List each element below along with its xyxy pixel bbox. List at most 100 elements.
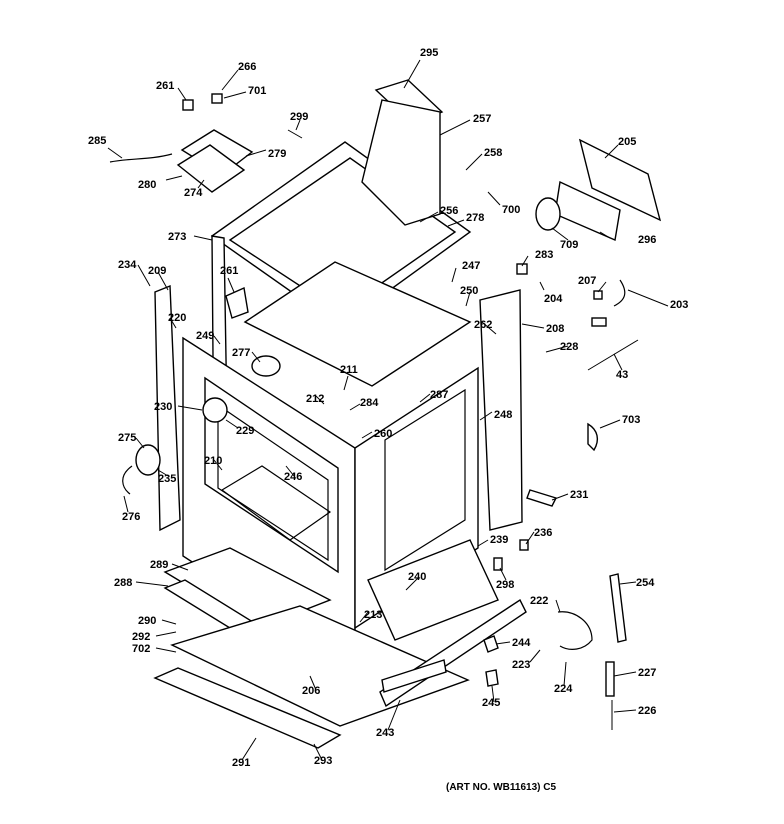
callout-709: 709: [560, 239, 578, 251]
callout-231: 231: [570, 489, 588, 501]
callout-204: 204: [544, 293, 563, 305]
callout-243: 243: [376, 727, 394, 739]
left-side-panel: [154, 284, 181, 532]
knob-230: [202, 397, 228, 423]
right-components-drawing: [516, 138, 662, 730]
thermocouple-lead: [109, 153, 173, 163]
valve-mount-plate: [176, 144, 246, 193]
callout-278: 278: [466, 212, 484, 224]
callout-293: 293: [314, 755, 332, 767]
bottom-skirt: [153, 667, 342, 749]
callout-275: 275: [118, 432, 136, 444]
screw-299: [287, 129, 303, 139]
callout-277: 277: [232, 347, 250, 359]
callout-224: 224: [554, 683, 573, 695]
callout-207: 207: [578, 275, 596, 287]
callout-284: 284: [360, 397, 379, 409]
callout-235: 235: [158, 473, 176, 485]
callout-223: 223: [512, 659, 530, 671]
callout-211: 211: [340, 364, 358, 376]
callout-213: 213: [364, 609, 382, 621]
callout-245: 245: [482, 697, 500, 709]
oven-rack: [220, 465, 332, 541]
socket-277: [251, 355, 281, 377]
callout-206: 206: [302, 685, 320, 697]
callout-239: 239: [490, 534, 508, 546]
callout-273: 273: [168, 231, 186, 243]
callout-222: 222: [530, 595, 548, 607]
callout-240: 240: [408, 571, 426, 583]
rear-rail: [479, 289, 523, 531]
wire-276: [122, 465, 133, 495]
hinge-254: [609, 573, 627, 643]
callout-256: 256: [440, 205, 458, 217]
callout-212: 212: [306, 393, 324, 405]
oven-body-drawing: [153, 141, 527, 749]
callout-234: 234: [118, 259, 137, 271]
callout-701: 701: [248, 85, 266, 97]
wire-203: [613, 279, 626, 307]
nut-245: [485, 669, 499, 687]
vent-duct-drawing: [361, 79, 444, 226]
callout-226: 226: [638, 705, 656, 717]
callout-702: 702: [132, 643, 150, 655]
callout-299: 299: [290, 111, 308, 123]
connector-208: [591, 317, 607, 327]
plug-207: [593, 290, 603, 300]
callout-208: 208: [546, 323, 564, 335]
callout-258: 258: [484, 147, 502, 159]
callout-266: 266: [238, 61, 256, 73]
bracket-261: [225, 286, 249, 319]
clip-298: [493, 557, 503, 571]
valve-assembly-drawing: [109, 93, 303, 193]
burner-box: [367, 539, 499, 641]
oven-door-opening: [204, 376, 339, 574]
callout-250: 250: [460, 285, 478, 297]
callout-292: 292: [132, 631, 150, 643]
spring-227: [605, 661, 615, 697]
callout-210: 210: [204, 455, 222, 467]
callout-247: 247: [462, 260, 480, 272]
rear-panel-vents: [384, 388, 466, 572]
callout-43: 43: [616, 369, 628, 381]
callout-291: 291: [232, 757, 250, 769]
burner-243: [381, 659, 447, 693]
callout-289: 289: [150, 559, 168, 571]
hinge-arm-222: [557, 611, 593, 650]
callout-249: 249: [196, 330, 214, 342]
callout-220: 220: [168, 312, 186, 324]
leader-lines: [107, 59, 669, 761]
callout-229: 229: [236, 425, 254, 437]
callout-228: 228: [560, 341, 578, 353]
spring-231: [526, 489, 557, 507]
spacer-236: [519, 539, 529, 551]
bottom-components-drawing: [381, 539, 529, 693]
fan-709: [535, 197, 561, 231]
clip-244: [483, 635, 499, 653]
igniter-43: [587, 339, 639, 371]
clip-701: [211, 93, 223, 104]
callout-labels: 295 257 258 700 205 709 296 266 261 701 …: [88, 47, 688, 769]
bracket-703: [587, 422, 599, 452]
callout-236: 236: [534, 527, 552, 539]
callout-295: 295: [420, 47, 438, 59]
callout-244: 244: [512, 637, 531, 649]
art-number-caption: (ART NO. WB11613) C5: [446, 782, 556, 793]
oven-interior: [217, 403, 329, 562]
callout-257: 257: [473, 113, 491, 125]
callout-261-mid: 261: [220, 265, 238, 277]
callout-276: 276: [122, 511, 140, 523]
callout-288: 288: [114, 577, 132, 589]
callout-285: 285: [88, 135, 106, 147]
callout-283: 283: [535, 249, 553, 261]
vent-duct-body: [361, 99, 441, 226]
callout-209: 209: [148, 265, 166, 277]
callout-246: 246: [284, 471, 302, 483]
callout-274: 274: [184, 187, 203, 199]
callout-248: 248: [494, 409, 512, 421]
callout-254: 254: [636, 577, 655, 589]
callout-287: 287: [430, 389, 448, 401]
vent-cover-205: [578, 138, 662, 222]
callout-205: 205: [618, 136, 636, 148]
